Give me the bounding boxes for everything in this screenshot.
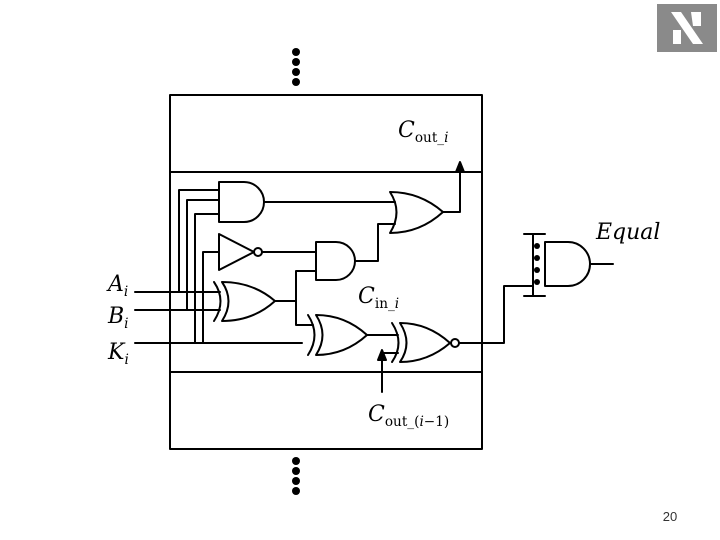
wire-b-to-and (186, 199, 220, 311)
wire-k-to-and (194, 213, 220, 344)
arrow-cout (455, 161, 465, 173)
label-b-i: Bi (108, 304, 129, 332)
not-gate (218, 233, 255, 271)
continuation-dots-top (292, 48, 300, 86)
xor-gate-middle-back (307, 314, 316, 356)
arrow-cin (377, 349, 387, 361)
logo-icon (657, 4, 717, 52)
continuation-dots-bottom (292, 457, 300, 495)
xor-gate-middle (315, 314, 368, 356)
label-k-i: Ki (108, 340, 129, 368)
page-number: 20 (662, 509, 678, 524)
xor-gate-ab (221, 281, 276, 322)
xnor-gate-bubble (450, 338, 460, 348)
or-gate-carry (389, 191, 444, 234)
and-gate-top (218, 181, 265, 223)
xnor-gate-back (391, 322, 400, 363)
label-cout-i: Cout_i (398, 118, 449, 146)
and-gate-middle (315, 241, 356, 281)
wire-xnor-to-equal (458, 285, 534, 344)
label-cin-i: Cin_i (358, 284, 400, 312)
label-cout-prev: Cout_(i−1) (368, 402, 450, 430)
wire-xor-out (274, 270, 317, 302)
label-a-i: Ai (108, 272, 129, 300)
equal-input-dots (534, 243, 540, 285)
not-gate-bubble (253, 247, 263, 257)
wire-and2-to-or (354, 223, 396, 262)
label-equal: Equal (596, 220, 661, 245)
wire-k-to-not (202, 251, 220, 344)
wire-a-to-and (178, 189, 220, 293)
wire-xor-to-xor2 (295, 300, 314, 326)
wire-or-to-cout (442, 165, 461, 213)
and-gate-equal (544, 241, 591, 287)
xnor-gate (399, 322, 451, 363)
bit-slice-frame (169, 94, 483, 450)
xor-gate-ab-back (213, 281, 222, 322)
